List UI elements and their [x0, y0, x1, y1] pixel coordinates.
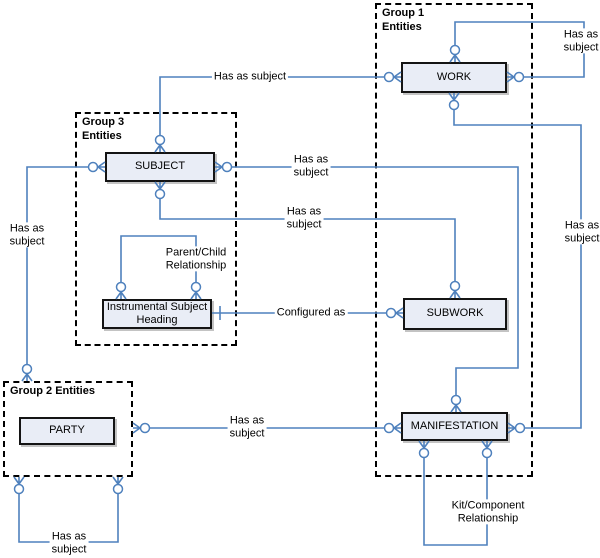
label-configured-as: Configured as	[274, 306, 348, 320]
group3-label: Group 3 Entities	[82, 116, 125, 143]
entity-subwork-label: SUBWORK	[426, 307, 484, 320]
crowfoot-icon	[214, 161, 223, 173]
entity-work-label: WORK	[436, 70, 472, 83]
crowfoot-icon	[506, 71, 515, 83]
optional-circle-icon	[221, 161, 233, 173]
line-work-selfloop	[454, 21, 585, 78]
line-subject-group2	[26, 166, 89, 365]
crowfoot-icon	[450, 404, 462, 413]
label-has-as-subject-group2-selfloop: Has as subject	[49, 530, 89, 556]
optional-circle-icon	[115, 281, 127, 293]
crowfoot-icon	[393, 71, 402, 83]
crowfoot-icon	[132, 422, 141, 434]
line-subject-manifestation	[231, 166, 519, 396]
crowfoot-icon	[154, 144, 166, 153]
optional-circle-icon	[450, 394, 462, 406]
label-has-as-subject-work-manifestation: Has as subject	[562, 219, 600, 245]
optional-circle-icon	[383, 422, 395, 434]
group1-entities-box: Group 1 Entities	[375, 3, 533, 477]
optional-circle-icon	[154, 188, 166, 200]
optional-circle-icon	[513, 71, 525, 83]
label-parent-child-relationship: Parent/Child Relationship	[163, 246, 229, 272]
group1-label: Group 1 Entities	[382, 7, 425, 34]
optional-circle-icon	[154, 134, 166, 146]
crowfoot-icon	[393, 422, 402, 434]
optional-circle-icon	[21, 363, 33, 375]
crowfoot-icon	[115, 291, 127, 300]
group2-label: Group 2 Entities	[10, 385, 95, 397]
optional-circle-icon	[112, 483, 124, 495]
optional-circle-icon	[190, 281, 202, 293]
entity-subwork: SUBWORK	[403, 298, 507, 330]
label-has-as-subject-subject-manifestation: Has as subject	[291, 153, 331, 179]
crowfoot-icon	[190, 291, 202, 300]
crowfoot-icon	[395, 307, 404, 319]
optional-circle-icon	[481, 447, 493, 459]
optional-circle-icon	[448, 99, 460, 111]
entity-subject-label: SUBJECT	[134, 160, 186, 173]
crowfoot-icon	[449, 54, 461, 63]
entity-party: PARTY	[19, 417, 115, 445]
entity-work: WORK	[401, 62, 507, 93]
crowfoot-icon	[13, 476, 25, 485]
entity-manifestation-label: MANIFESTATION	[410, 419, 499, 432]
optional-circle-icon	[385, 307, 397, 319]
label-has-as-subject-subject-subwork: Has as subject	[284, 205, 324, 231]
optional-circle-icon	[449, 44, 461, 56]
optional-circle-icon	[13, 483, 25, 495]
label-has-as-subject-work-subject: Has as subject	[211, 70, 289, 84]
crowfoot-icon	[97, 161, 106, 173]
group3-entities-box: Group 3 Entities	[75, 112, 237, 346]
crowfoot-icon	[112, 476, 124, 485]
crowfoot-icon	[481, 440, 493, 449]
optional-circle-icon	[418, 447, 430, 459]
entity-subject: SUBJECT	[105, 152, 215, 182]
optional-circle-icon	[383, 71, 395, 83]
crowfoot-icon	[448, 92, 460, 101]
crowfoot-icon	[154, 181, 166, 190]
entity-instrumental-subject-heading-label: Instrumental Subject Heading	[106, 300, 208, 326]
entity-manifestation: MANIFESTATION	[401, 412, 508, 441]
optional-circle-icon	[139, 422, 151, 434]
optional-circle-icon	[449, 280, 461, 292]
crowfoot-icon	[507, 422, 516, 434]
label-has-as-subject-work-selfloop: Has as subject	[561, 28, 600, 54]
optional-circle-icon	[514, 422, 526, 434]
crowfoot-connectors	[13, 44, 526, 495]
optional-circle-icon	[87, 161, 99, 173]
label-has-as-subject-subject-group2: Has as subject	[7, 222, 47, 248]
line-work-subject	[159, 76, 385, 136]
crowfoot-icon	[449, 290, 461, 299]
entity-instrumental-subject-heading: Instrumental Subject Heading	[102, 299, 212, 329]
entity-party-label: PARTY	[49, 424, 85, 437]
group2-entities-box: Group 2 Entities	[3, 381, 133, 477]
line-work-manifestation	[453, 109, 582, 429]
crowfoot-icon	[21, 373, 33, 382]
label-kit-component-relationship: Kit/Component Relationship	[449, 499, 527, 525]
label-has-as-subject-party-manifestation: Has as subject	[227, 414, 267, 440]
crowfoot-icon	[418, 440, 430, 449]
